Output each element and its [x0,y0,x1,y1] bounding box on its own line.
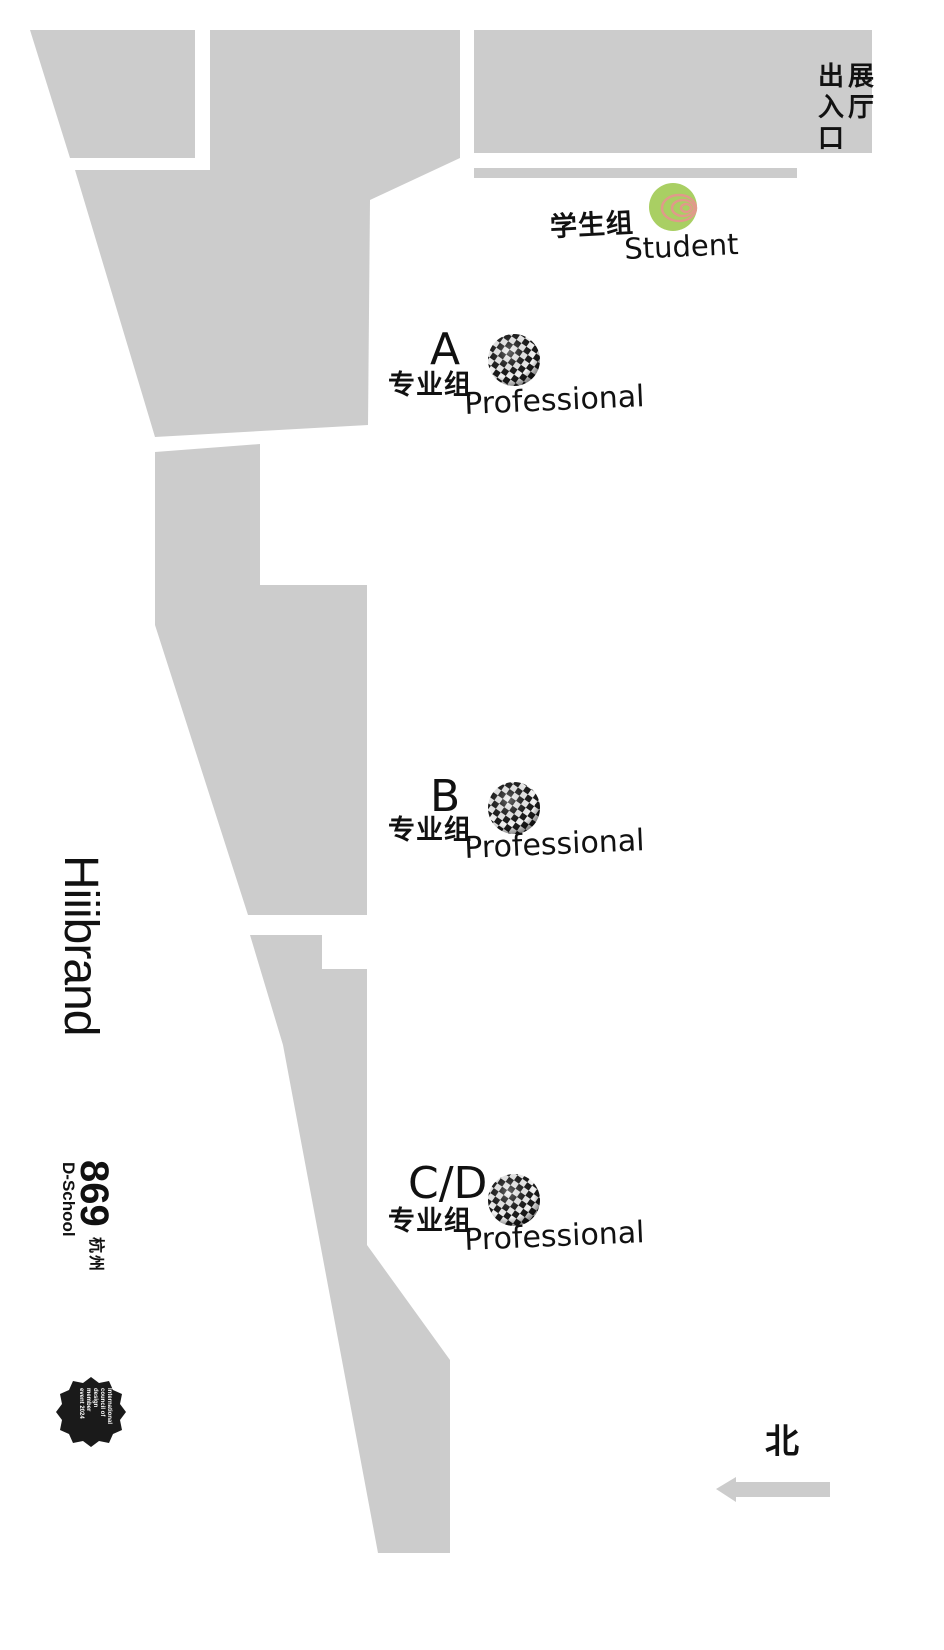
zone-cd-letter: C/D [408,1158,488,1209]
zone-cd-cn-label: 专业组 [388,1206,472,1237]
zone-b-en-label: Professional [463,823,646,866]
professional-marker-icon [488,782,540,834]
badge-line: council of [99,1388,105,1417]
student-zone-cn-label: 学生组 [549,207,635,244]
badge-line: member [85,1388,91,1412]
badge-line: event 2024 [78,1388,84,1419]
city-name: 杭州 [87,1237,106,1274]
professional-marker-icon [488,1174,540,1226]
building-north-wing [75,30,460,437]
exhibition-hall-top [474,30,872,153]
building-top-left [30,30,195,158]
zone-a-letter: A [430,324,461,375]
badge-line: International [106,1388,112,1425]
hiiibrand-text: Hiiibrand [54,855,107,1036]
zone-b-cn-label: 专业组 [388,815,472,846]
zone-cd-en-label: Professional [463,1215,646,1258]
building-middle-wing [155,444,367,915]
student-zone-en-label: Student [623,227,740,266]
zone-a-cn-label: 专业组 [388,370,472,401]
building-south-wing [250,935,450,1553]
north-arrow-icon [716,1477,830,1502]
student-marker-icon [649,183,698,231]
school-name: D-School [59,1162,78,1237]
badge-line: design [92,1388,98,1408]
zone-a-en-label: Professional [463,379,646,422]
zone-b-letter: B [430,771,461,822]
exhibition-hall-entrance-label: 展厅 出入口 [818,62,874,162]
north-label: 北 [765,1422,799,1462]
exit-label-line2: 出入口 [818,62,845,154]
corridor-strip [474,168,797,178]
professional-marker-icon [488,334,540,386]
exit-label-line1: 展厅 [848,62,875,123]
design-council-badge [56,1377,126,1447]
